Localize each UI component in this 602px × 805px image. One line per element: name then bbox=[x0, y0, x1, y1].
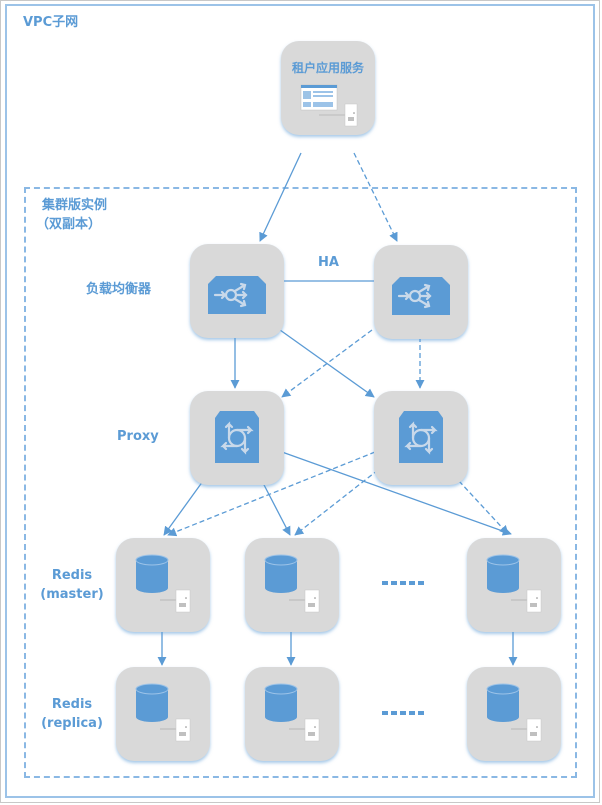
edge-proxy2-master1 bbox=[167, 451, 376, 537]
node-redis-master-1[interactable] bbox=[116, 538, 210, 632]
edge-proxy1-master2 bbox=[261, 480, 291, 536]
edge-proxy2-master2 bbox=[294, 469, 379, 536]
vpc-subnet-title: VPC子网 bbox=[23, 15, 79, 30]
row-label-redis-replica-line2: (replica) bbox=[41, 716, 103, 731]
edge-client-lb1 bbox=[259, 152, 302, 242]
edge-proxy2-master-n bbox=[458, 480, 509, 535]
database-server-icon bbox=[264, 554, 320, 613]
node-load-balancer-2[interactable] bbox=[374, 245, 468, 339]
cluster-subtitle: （双副本） bbox=[36, 217, 102, 232]
load-balancer-icon bbox=[208, 276, 266, 314]
node-tenant-app-service[interactable]: 租户应用服务 bbox=[281, 41, 375, 135]
database-server-icon bbox=[486, 683, 542, 742]
edge-client-lb2 bbox=[353, 152, 398, 242]
node-redis-replica-n[interactable] bbox=[467, 667, 561, 761]
row-label-proxy: Proxy bbox=[117, 429, 159, 444]
node-redis-master-2[interactable] bbox=[245, 538, 339, 632]
database-server-icon bbox=[135, 683, 191, 742]
node-load-balancer-1[interactable] bbox=[190, 244, 284, 338]
database-server-icon bbox=[135, 554, 191, 613]
node-redis-master-n[interactable] bbox=[467, 538, 561, 632]
edge-proxy1-master-n bbox=[281, 451, 512, 536]
row-label-load-balancer: 负载均衡器 bbox=[86, 282, 152, 297]
node-proxy-1[interactable] bbox=[190, 391, 284, 485]
load-balancer-icon bbox=[392, 277, 450, 315]
cluster-instance-boundary bbox=[24, 187, 577, 778]
cluster-title: 集群版实例 bbox=[42, 198, 108, 213]
proxy-icon bbox=[215, 411, 259, 463]
ha-label: HA bbox=[318, 255, 339, 270]
vpc-subnet-boundary bbox=[5, 4, 595, 798]
database-server-icon bbox=[486, 554, 542, 613]
node-proxy-2[interactable] bbox=[374, 391, 468, 485]
row-label-redis-master-line1: Redis bbox=[51, 568, 93, 583]
web-application-server-icon bbox=[300, 84, 358, 127]
edge-proxy1-master1 bbox=[163, 480, 204, 536]
node-label: 租户应用服务 bbox=[291, 61, 364, 75]
edge-lb2-proxy1 bbox=[281, 329, 373, 398]
ellipsis-more-masters bbox=[382, 581, 426, 585]
database-server-icon bbox=[264, 683, 320, 742]
proxy-icon bbox=[399, 411, 443, 463]
row-label-redis-replica-line1: Redis bbox=[51, 697, 93, 712]
ellipsis-more-replicas bbox=[382, 711, 426, 715]
row-label-redis-master-line2: (master) bbox=[40, 587, 104, 602]
node-redis-replica-1[interactable] bbox=[116, 667, 210, 761]
node-redis-replica-2[interactable] bbox=[245, 667, 339, 761]
